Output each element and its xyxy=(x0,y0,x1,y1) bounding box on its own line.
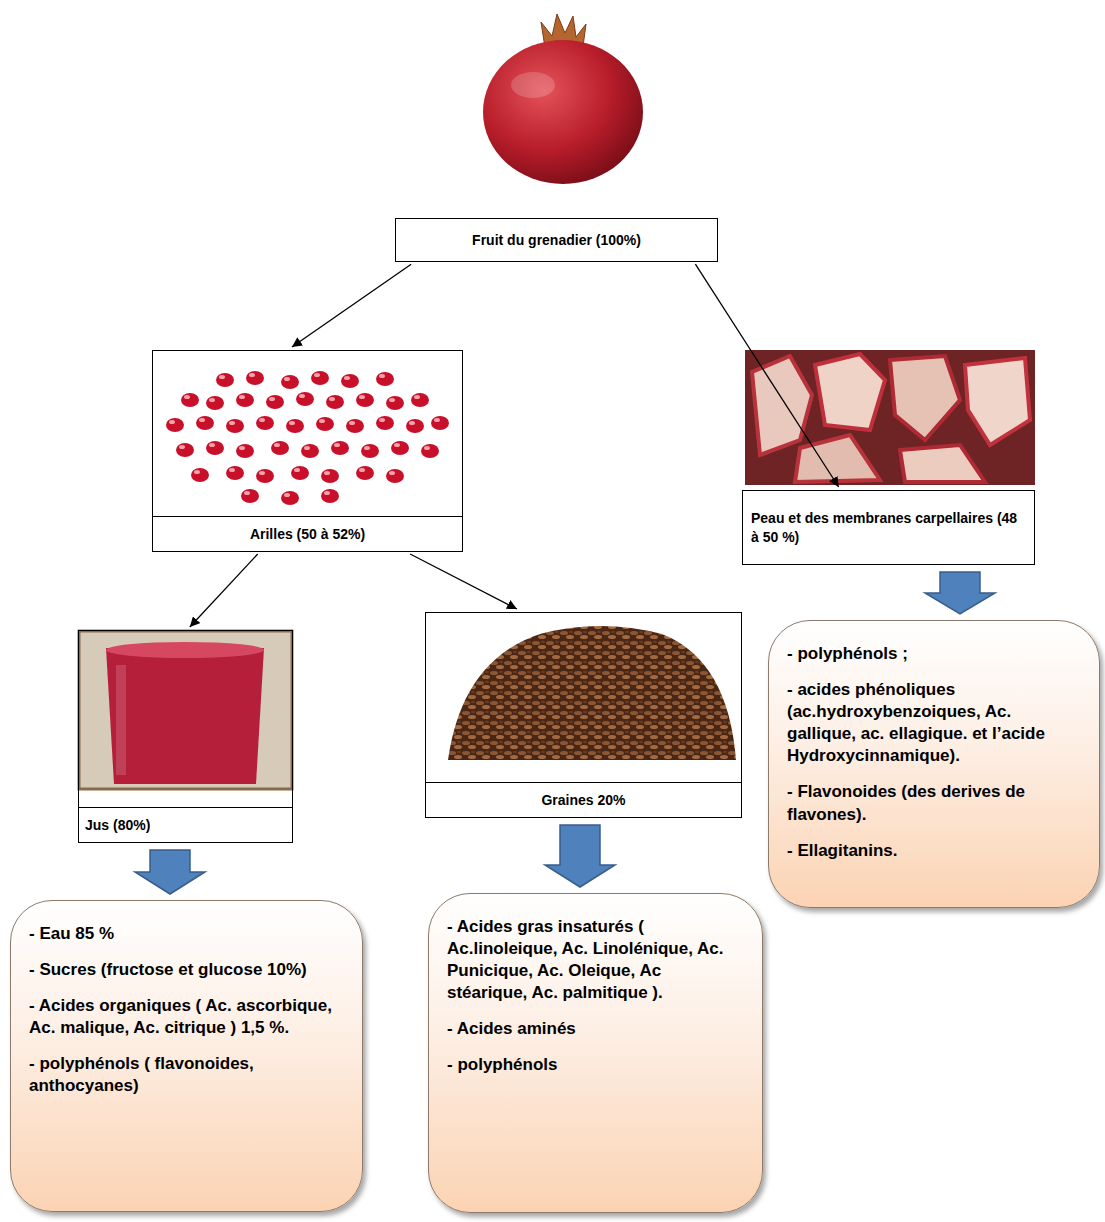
peel-piece xyxy=(795,435,880,482)
aril xyxy=(256,469,274,483)
node-label: Peau et des membranes carpellaires (48 à… xyxy=(751,509,1026,545)
juice-picture xyxy=(79,631,292,789)
aril xyxy=(266,395,284,409)
aril xyxy=(386,396,404,410)
seed-heap xyxy=(448,626,736,760)
block-arrow xyxy=(545,825,615,887)
arrow-line xyxy=(410,554,517,609)
image-box: Arilles (50 à 52%) xyxy=(152,350,463,552)
image-box: Jus (80%) xyxy=(78,630,293,843)
aril xyxy=(286,419,304,433)
aril xyxy=(331,441,349,455)
aril xyxy=(246,371,264,385)
arrow-line xyxy=(190,554,258,627)
arrow-line xyxy=(695,264,838,487)
aril xyxy=(166,418,184,432)
aril xyxy=(236,393,254,407)
composition-item: - polyphénols ; xyxy=(787,643,1081,665)
aril xyxy=(241,489,259,503)
node-label: Fruit du grenadier (100%) xyxy=(404,231,709,249)
aril xyxy=(326,395,344,409)
aril xyxy=(226,419,244,433)
aril xyxy=(176,443,194,457)
composition-item: - Sucres (fructose et glucose 10%) xyxy=(29,959,344,981)
composition-item: - Acides gras insaturés ( Ac.linoleique,… xyxy=(447,916,744,1004)
aril xyxy=(406,419,424,433)
composition-item: - polyphénols xyxy=(447,1054,744,1076)
aril xyxy=(256,416,274,430)
peel-piece xyxy=(752,356,812,455)
aril xyxy=(341,374,359,388)
peel-ground xyxy=(745,350,1035,485)
aril xyxy=(281,375,299,389)
juice-surface xyxy=(106,642,264,658)
aril xyxy=(321,489,339,503)
arils-picture xyxy=(166,371,449,505)
aril xyxy=(316,417,334,431)
image-box: Graines 20% xyxy=(425,612,742,818)
aril xyxy=(321,469,339,483)
aril xyxy=(206,441,224,455)
peel-piece xyxy=(965,358,1030,445)
aril xyxy=(431,416,449,430)
composition-item: - polyphénols ( flavonoides, anthocyanes… xyxy=(29,1053,344,1097)
peel-piece xyxy=(890,356,960,440)
composition-item: - Flavonoides (des derives de flavones). xyxy=(787,781,1081,825)
composition-item: - Ellagitanins. xyxy=(787,840,1081,862)
composition-box: - polyphénols ; - acides phénoliques (ac.… xyxy=(768,620,1100,908)
aril xyxy=(226,466,244,480)
aril xyxy=(346,419,364,433)
image-label-box: Peau et des membranes carpellaires (48 à… xyxy=(742,490,1035,565)
composition-item: - Acides organiques ( Ac. ascorbique, Ac… xyxy=(29,995,344,1039)
aril xyxy=(386,469,404,483)
aril xyxy=(356,393,374,407)
composition-item: - acides phénoliques (ac.hydroxybenzoiqu… xyxy=(787,679,1081,767)
aril xyxy=(191,468,209,482)
node-label: Jus (80%) xyxy=(79,807,292,842)
fruit-body xyxy=(483,40,643,184)
peel-piece xyxy=(815,354,885,430)
node-label: Graines 20% xyxy=(426,782,741,817)
title-box: Fruit du grenadier (100%) xyxy=(395,218,718,262)
aril xyxy=(296,392,314,406)
aril xyxy=(281,491,299,505)
juice-photo-ground xyxy=(79,631,292,789)
aril xyxy=(411,393,429,407)
composition-box: - Eau 85 % - Sucres (fructose et glucose … xyxy=(10,900,363,1212)
composition-item: - Acides aminés xyxy=(447,1018,744,1040)
aril xyxy=(361,444,379,458)
juice-glass xyxy=(106,648,264,784)
block-arrow xyxy=(135,850,205,894)
fruit-highlight xyxy=(511,72,555,98)
node-label: Arilles (50 à 52%) xyxy=(153,516,462,551)
pomegranate-picture xyxy=(483,14,643,184)
aril xyxy=(356,466,374,480)
aril xyxy=(421,444,439,458)
aril xyxy=(206,396,224,410)
aril xyxy=(196,416,214,430)
aril xyxy=(181,393,199,407)
seeds-picture xyxy=(448,626,736,760)
block-arrow xyxy=(925,572,995,614)
aril xyxy=(291,466,309,480)
glass-reflection xyxy=(116,665,126,775)
peel-picture xyxy=(745,350,1035,485)
composition-item: - Eau 85 % xyxy=(29,923,344,945)
aril xyxy=(391,441,409,455)
aril xyxy=(271,441,289,455)
aril xyxy=(301,444,319,458)
composition-box: - Acides gras insaturés ( Ac.linoleique,… xyxy=(428,893,763,1213)
peel-piece xyxy=(900,445,985,482)
aril xyxy=(216,373,234,387)
aril xyxy=(376,372,394,386)
aril xyxy=(311,371,329,385)
aril xyxy=(236,444,254,458)
aril xyxy=(376,416,394,430)
arrow-line xyxy=(292,264,411,347)
